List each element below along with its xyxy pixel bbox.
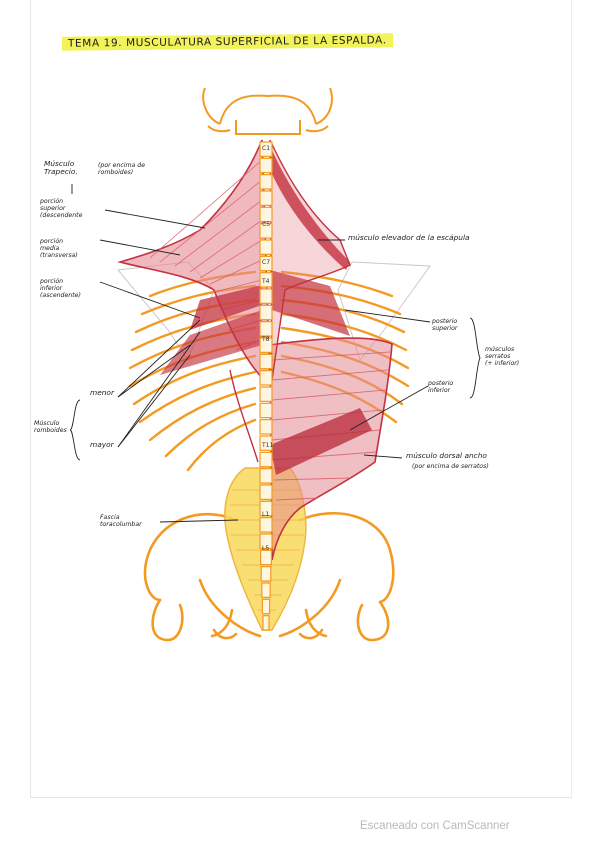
vertebra [259,517,273,533]
serratus-posterior-superior [270,270,350,336]
label-romboides: Músculo romboides [34,420,67,434]
vertebra [259,484,273,500]
label-dorsal-note: (por encima de serratos) [412,463,489,470]
vertebra [259,468,273,484]
vertebra-label: C7 [262,259,270,266]
vertebra [259,255,273,272]
vertebra-label: L5 [262,545,269,552]
vertebra [259,190,273,206]
pelvis [143,512,395,642]
braces [69,317,481,461]
label-porcion-media: porción media (transversa) [40,238,78,259]
label-mayor: mayor [90,440,114,449]
vertebra-label: L1 [262,511,269,518]
label-posterior-superior: posterio superior [432,318,458,332]
dorsal-edge [229,369,259,463]
vertebra-label: T11 [261,442,273,449]
vertebra-label: T4 [261,278,270,285]
vertebra [259,402,273,419]
vertebra [259,174,273,190]
vertebra [261,598,271,615]
vertebra [259,370,273,386]
vertebra [259,533,273,549]
vertebra [259,272,273,288]
vertebra [259,288,273,304]
vertebra [259,337,273,353]
vertebra [259,141,273,157]
label-posterior-inferior: posterio inferior [428,380,454,394]
label-porcion-inferior: porción inferior (ascendente) [40,278,81,299]
vertebra [259,223,273,239]
vertebra [259,157,273,174]
label-elevador: músculo elevador de la escápula [348,233,470,242]
vertebra-label: C5 [262,221,270,228]
label-serratos: músculos serratos (+ inferior) [485,346,520,367]
label-trapecio: Músculo Trapecio. [44,159,78,177]
label-fascia: Fascia toracolumbar [100,514,142,528]
vertebra [259,435,273,451]
label-dorsal-ancho: músculo dorsal ancho [406,451,487,460]
vertebra-label: T8 [261,336,270,343]
vertebra [259,206,273,223]
vertebra [262,615,270,631]
vertebra [259,386,273,402]
rhomboid-minor [190,285,262,330]
vertebra [259,353,273,370]
vertebra [259,451,273,468]
rhomboid-major [160,310,262,375]
vertebra [259,321,273,337]
vertebra [259,304,273,321]
vertebra [260,566,272,582]
spine [259,141,273,631]
label-porcion-superior: porción superior (descendente [40,198,83,219]
serratus-posterior-inferior [270,408,372,475]
vertebra [260,549,273,566]
scapula-right [337,261,431,362]
label-trapecio-note: (por encima de romboides) [98,162,146,176]
vertebra [259,500,273,517]
vertebra [261,582,271,598]
vertebra [259,419,273,435]
vertebra [259,239,273,255]
vertebra-label: C1 [262,145,270,152]
leader-lines [71,184,431,523]
skull-outline [202,87,333,135]
label-menor: menor [90,388,114,397]
scanner-watermark: Escaneado con CamScanner [360,820,510,832]
